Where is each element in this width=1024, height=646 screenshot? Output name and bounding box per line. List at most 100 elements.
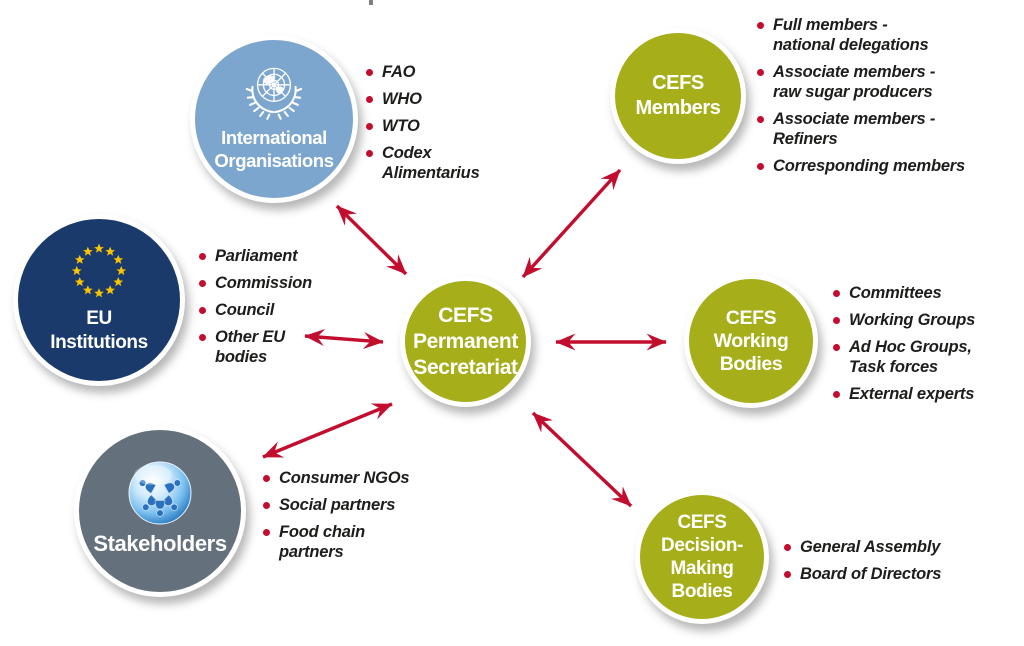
list-item-line: Associate members -	[773, 63, 936, 81]
list-item: Commission	[199, 273, 312, 293]
node-label-line: Working	[713, 329, 789, 352]
members-list: Full members - national delegations Asso…	[757, 15, 965, 183]
bullet-icon	[757, 116, 764, 123]
node-cefs-members: CEFS Members	[610, 28, 746, 164]
list-item-line: WTO	[382, 117, 420, 135]
bullet-icon	[199, 253, 206, 260]
list-item-line: Ad Hoc Groups,	[849, 338, 972, 356]
list-item: FAO	[366, 62, 480, 82]
node-label-line: Bodies	[671, 581, 733, 602]
node-label: CEFS Members	[635, 71, 720, 121]
bullet-icon	[833, 391, 840, 398]
list-item-line: Parliament	[215, 247, 298, 265]
list-item-line: Refiners	[773, 130, 838, 148]
list-item: General Assembly	[784, 537, 941, 557]
bullet-icon	[366, 69, 373, 76]
node-label: CEFS Permanent Secretariat	[413, 303, 518, 381]
node-label-line: CEFS	[677, 512, 727, 533]
list-item-line: Alimentarius	[382, 164, 480, 182]
list-item-line: Working Groups	[849, 311, 976, 329]
node-label-line: Institutions	[50, 331, 148, 353]
stakeholders-list: Consumer NGOs Social partners Food chain…	[263, 468, 410, 569]
list-item-line: Board of Directors	[800, 565, 942, 583]
bullet-icon	[199, 334, 206, 341]
bullet-icon	[199, 280, 206, 287]
list-item-line: General Assembly	[800, 538, 941, 556]
list-item: External experts	[833, 384, 975, 404]
node-label-line: CEFS	[438, 303, 493, 327]
bullet-icon	[757, 22, 764, 29]
list-item-line: Full members -	[773, 16, 888, 34]
list-item: Corresponding members	[757, 156, 965, 176]
node-label: CEFS Decision- Making Bodies	[661, 511, 743, 603]
list-item-line: Food chain	[279, 523, 365, 541]
arrow-decision	[531, 411, 633, 508]
list-item-line: partners	[279, 543, 344, 561]
list-item-line: Other EU	[215, 328, 285, 346]
bullet-icon	[784, 571, 791, 578]
artifact-speck	[369, 0, 373, 5]
international-list: FAO WHO WTO Codex Alimentarius	[366, 62, 480, 190]
bullet-icon	[366, 96, 373, 103]
list-item-line: Commission	[215, 274, 313, 292]
node-eu-institutions: EU Institutions	[13, 214, 185, 386]
list-item: Council	[199, 300, 312, 320]
list-item: WHO	[366, 89, 480, 109]
node-cefs-permanent-secretariat: CEFS Permanent Secretariat	[400, 276, 531, 407]
bullet-icon	[199, 307, 206, 314]
eu-stars-icon	[71, 243, 127, 297]
list-item-line: Task forces	[849, 358, 938, 376]
globe-people-icon	[128, 461, 192, 524]
arrow-international	[335, 204, 408, 276]
list-item-line: Committees	[849, 284, 942, 302]
working-list: Committees Working Groups Ad Hoc Groups,…	[833, 283, 975, 411]
arrow-stakeholders	[262, 402, 393, 459]
arrow-eu	[304, 328, 384, 350]
node-label-line: Permanent	[413, 329, 518, 353]
list-item: Associate members - raw sugar producers	[757, 62, 965, 102]
un-emblem-icon	[245, 67, 303, 120]
bullet-icon	[833, 344, 840, 351]
list-item-line: Council	[215, 301, 275, 319]
list-item: Working Groups	[833, 310, 975, 330]
arrow-members	[521, 168, 622, 279]
node-stakeholders: Stakeholders	[74, 425, 246, 597]
list-item: Associate members - Refiners	[757, 109, 965, 149]
list-item: Consumer NGOs	[263, 468, 410, 488]
list-item: WTO	[366, 116, 480, 136]
node-label-line: Members	[635, 97, 721, 119]
list-item: Codex Alimentarius	[366, 143, 480, 183]
bullet-icon	[366, 150, 373, 157]
list-item: Parliament	[199, 246, 312, 266]
node-label: Stakeholders	[93, 530, 227, 557]
node-label-line: EU	[86, 307, 112, 329]
list-item: Board of Directors	[784, 564, 941, 584]
list-item: Full members - national delegations	[757, 15, 965, 55]
list-item-line: External experts	[849, 385, 975, 403]
node-label-line: Organisations	[214, 149, 334, 171]
list-item-line: Consumer NGOs	[279, 469, 410, 487]
list-item-line: FAO	[382, 63, 416, 81]
list-item: Other EU bodies	[199, 327, 312, 367]
node-label-line: International	[221, 126, 327, 148]
bullet-icon	[757, 163, 764, 170]
node-international-organisations: International Organisations	[190, 35, 358, 203]
node-label-line: CEFS	[652, 72, 704, 94]
list-item-line: Social partners	[279, 496, 396, 514]
node-label: EU Institutions	[50, 307, 148, 355]
node-label: CEFS Working Bodies	[714, 307, 789, 376]
bullet-icon	[757, 69, 764, 76]
list-item: Social partners	[263, 495, 409, 515]
node-label-line: Making	[670, 558, 734, 579]
node-label-line: Decision-	[661, 535, 743, 556]
bullet-icon	[833, 290, 840, 297]
list-item-line: WHO	[382, 90, 422, 108]
list-item-line: national delegations	[773, 36, 929, 54]
bullet-icon	[784, 544, 791, 551]
node-label-line: Secretariat	[413, 355, 518, 379]
list-item-line: Codex	[382, 144, 432, 162]
decision-list: General Assembly Board of Directors	[784, 537, 941, 591]
node-label-line: Stakeholders	[93, 530, 227, 556]
bullet-icon	[263, 475, 270, 482]
